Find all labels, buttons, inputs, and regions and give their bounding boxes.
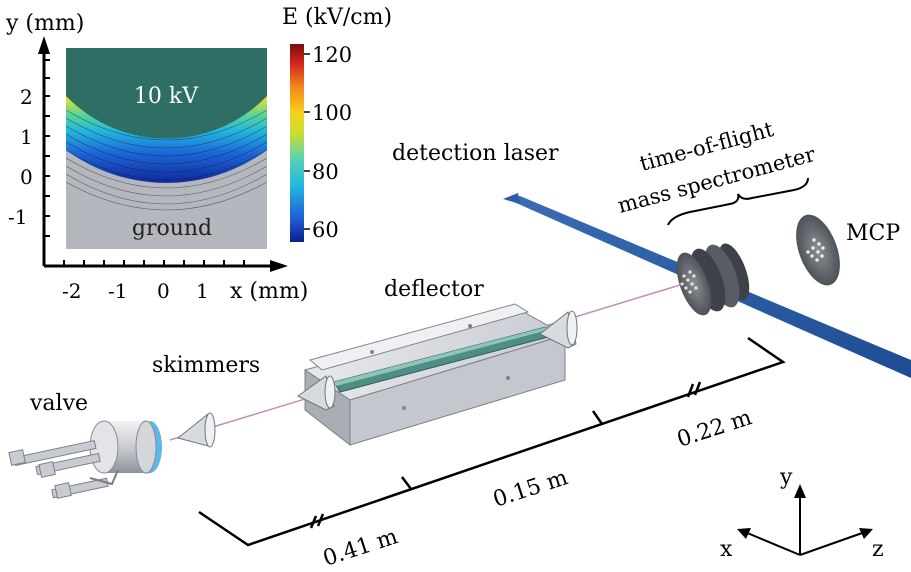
axis-x-label: x bbox=[720, 537, 733, 562]
skimmer-2 bbox=[297, 375, 336, 411]
distance-ruler bbox=[198, 336, 786, 547]
z-arrow bbox=[859, 528, 873, 539]
tof-holes bbox=[680, 270, 698, 294]
y-axis-label: y (mm) bbox=[5, 11, 84, 36]
colorbar-title: E (kV/cm) bbox=[282, 5, 392, 30]
ground-label: ground bbox=[132, 216, 212, 241]
distance-0.41m: 0.41 m bbox=[320, 524, 401, 572]
field-contours bbox=[66, 109, 267, 211]
inset-axes bbox=[42, 50, 276, 268]
x-axis-arrow bbox=[270, 260, 288, 272]
lab-axes bbox=[744, 494, 866, 556]
x-arrow bbox=[737, 528, 751, 539]
mcp-detector bbox=[796, 214, 840, 286]
skimmers-label: skimmers bbox=[152, 353, 260, 378]
x-tick-neg1: -1 bbox=[108, 279, 127, 303]
y-tick-0: 0 bbox=[20, 165, 33, 189]
deflector bbox=[303, 303, 567, 447]
x-tick-neg2: -2 bbox=[62, 279, 81, 303]
x-axis-label: x (mm) bbox=[230, 279, 308, 304]
axis-y-label: y bbox=[779, 465, 793, 490]
colorbar-gradient bbox=[290, 44, 304, 242]
colorbar-tick-80: 80 bbox=[312, 160, 339, 184]
x-tick-0: 0 bbox=[157, 279, 170, 303]
colorbar-ticks bbox=[304, 53, 310, 230]
y-axis-arrow bbox=[38, 36, 50, 54]
y-arrow bbox=[794, 484, 806, 498]
deflector-label: deflector bbox=[384, 277, 484, 302]
y-tick-neg1: -1 bbox=[8, 205, 27, 229]
axis-z-label: z bbox=[872, 537, 884, 562]
x-tick-1: 1 bbox=[196, 279, 209, 303]
ground-electrode bbox=[66, 190, 267, 249]
upper-electrode bbox=[66, 48, 267, 139]
colorbar-tick-100: 100 bbox=[312, 101, 352, 125]
colorbar-tick-120: 120 bbox=[312, 43, 352, 67]
skimmer-3 bbox=[539, 310, 578, 349]
detection-laser-label: detection laser bbox=[392, 141, 559, 166]
mcp-label: MCP bbox=[846, 221, 900, 246]
distance-0.22m: 0.22 m bbox=[674, 405, 755, 453]
colorbar-tick-60: 60 bbox=[312, 218, 339, 242]
tof-brace bbox=[667, 177, 809, 226]
distance-0.15m: 0.15 m bbox=[490, 465, 571, 513]
colorbar: E (kV/cm) 120 100 80 60 bbox=[282, 5, 392, 242]
top-electrode-label: 10 kV bbox=[134, 84, 199, 109]
field-inset: 10 kV ground y (mm) x (mm) 2 1 0 -1 -2 -… bbox=[5, 11, 308, 304]
y-tick-2: 2 bbox=[20, 85, 33, 109]
pulsed-valve bbox=[8, 420, 162, 499]
inset-ticks bbox=[44, 59, 245, 266]
y-tick-1: 1 bbox=[20, 125, 33, 149]
skimmer-1 bbox=[176, 412, 216, 448]
valve-label: valve bbox=[29, 391, 88, 416]
tof-spectrometer bbox=[676, 243, 750, 316]
